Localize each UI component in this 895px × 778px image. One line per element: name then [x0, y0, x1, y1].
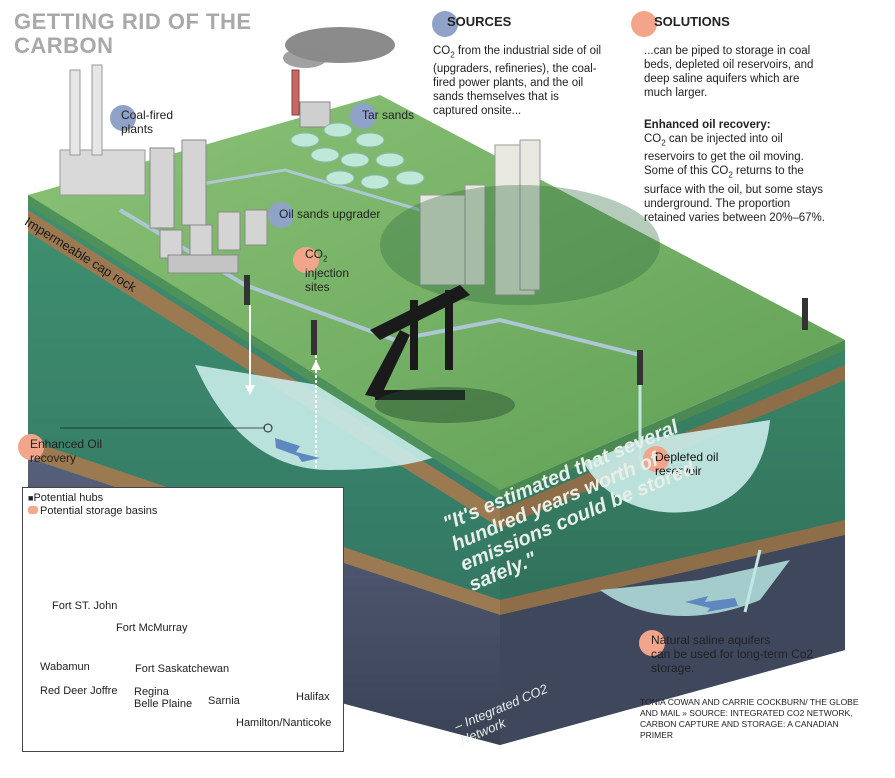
- map-city: Hamilton/Nanticoke: [236, 717, 332, 729]
- aquifer-deep: [600, 560, 790, 617]
- basin-swatch-icon: [28, 506, 38, 514]
- map-city: Sarnia: [208, 695, 240, 707]
- flow-arrow-right: [685, 596, 738, 612]
- ground-edge-right: [500, 340, 845, 500]
- solutions-text: ...can be piped to storage in coal beds,…: [644, 45, 814, 99]
- lower-band-right: [500, 520, 845, 615]
- upgrader-tanks: [149, 139, 268, 274]
- coal-stack-1: [69, 69, 81, 156]
- map-city: Fort Saskatchewan: [135, 663, 230, 675]
- depleted-label: Depleted oil reservoir: [655, 450, 719, 478]
- tar-sands-building: [299, 101, 331, 128]
- map-city: Regina: [134, 686, 169, 698]
- map-inset: [22, 487, 344, 752]
- sources-heading: SOURCES: [447, 14, 512, 29]
- map-city: Fort ST. John: [52, 600, 118, 612]
- coal-fired-dot: [110, 105, 136, 131]
- coal-fired-label: Coal-fired plants: [121, 108, 174, 136]
- map-city: Red Deer Joffre: [40, 685, 118, 697]
- sources-text: CO2 from the industrial side of oil (upg…: [433, 45, 602, 118]
- flow-arrow-left: [275, 438, 320, 462]
- enhanced-label: Enhanced Oil recovery: [30, 437, 103, 465]
- map-city: Belle Plaine: [134, 698, 193, 710]
- solutions-heading: SOLUTIONS: [654, 14, 730, 29]
- tar-sands-stack: [291, 69, 300, 116]
- map-legend-hubs: ■Potential hubs: [28, 492, 104, 504]
- depleted-dot: [643, 446, 669, 472]
- page-title: GETTING RID OF THE CARBON: [14, 9, 252, 58]
- coal-plant-building: [59, 149, 146, 196]
- upgrader-dot: [268, 202, 294, 228]
- co2-injection-dot: [293, 247, 319, 273]
- enhanced-dot: [18, 434, 44, 460]
- wellheads: [244, 275, 808, 385]
- pipe-branch: [194, 168, 421, 212]
- hub-square-icon: ■: [28, 493, 34, 503]
- aquifer-left: [195, 365, 470, 470]
- eor-description: Enhanced oil recovery:CO2 can be injecte…: [644, 119, 825, 224]
- tar-sands-label: Tar sands: [362, 108, 415, 122]
- credit-line: TONIA COWAN AND CARRIE COCKBURN/ THE GLO…: [640, 697, 859, 740]
- tar-sands-dot: [350, 103, 376, 129]
- saline-dot: [639, 630, 665, 656]
- upgrader-label: Oil sands upgrader: [279, 207, 381, 221]
- sources-dot: [432, 11, 458, 37]
- pump-jack: [365, 285, 470, 400]
- tar-sands-tanks: [290, 122, 425, 190]
- solutions-dot: [631, 11, 657, 37]
- ground-edge: [28, 195, 500, 500]
- map-city: Wabamun: [40, 661, 90, 673]
- coal-stack-2: [91, 64, 103, 156]
- map-city: Halifax: [296, 691, 330, 703]
- map-legend-basins: Potential storage basins: [28, 505, 157, 518]
- refinery-towers: [419, 139, 541, 296]
- map-city: Fort McMurray: [116, 622, 188, 634]
